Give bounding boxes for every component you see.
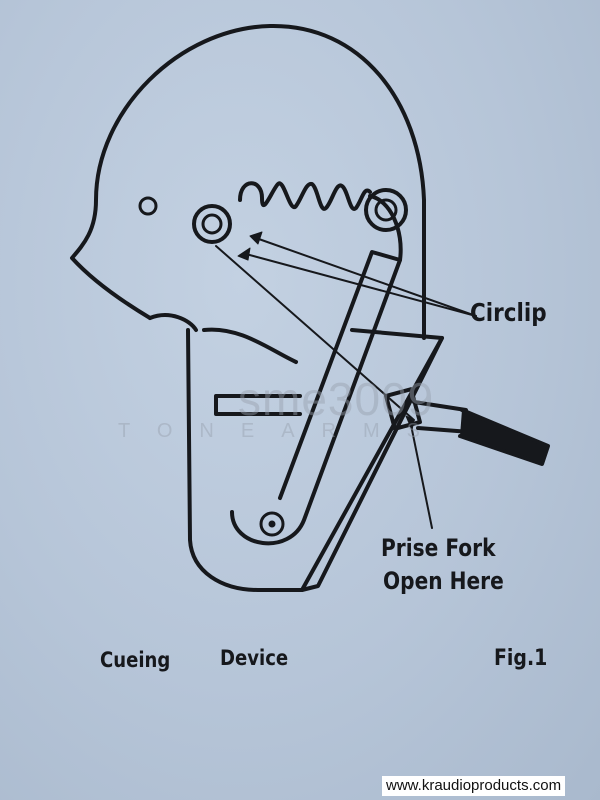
lower-pivot: [259, 511, 285, 537]
circlip-label: Circlip: [470, 298, 547, 327]
fork-handle: [458, 408, 550, 466]
bracket-inner: [202, 327, 298, 364]
watermark-subtitle: TONEARMS: [118, 420, 447, 442]
footer-url[interactable]: www.kraudioproducts.com: [382, 776, 566, 796]
right-pivot: [364, 188, 408, 232]
slot: [214, 394, 302, 416]
caption-cueing: Cueing: [100, 648, 171, 672]
left-pivot: [192, 204, 232, 244]
fork-plate: [300, 328, 444, 592]
prise-fork-label-line2: Open Here: [383, 567, 504, 595]
jaw-curve: [148, 313, 198, 332]
cross-line: [215, 245, 415, 421]
figure-number: Fig.1: [494, 646, 548, 671]
housing-outline: [70, 23, 426, 340]
circlip-leader-2: [255, 237, 477, 317]
bracket-outline: [186, 328, 444, 592]
prise-fork-label-line1: Prise Fork: [381, 534, 496, 562]
eye-hole: [138, 196, 158, 216]
watermark-brand: sme3009: [238, 373, 435, 425]
fork-block: [384, 387, 422, 431]
prise-leader: [409, 419, 433, 529]
circlip-leader-1: [245, 253, 477, 317]
spring: [238, 181, 372, 211]
caption-device: Device: [220, 646, 289, 670]
lever-arm: [230, 250, 402, 546]
